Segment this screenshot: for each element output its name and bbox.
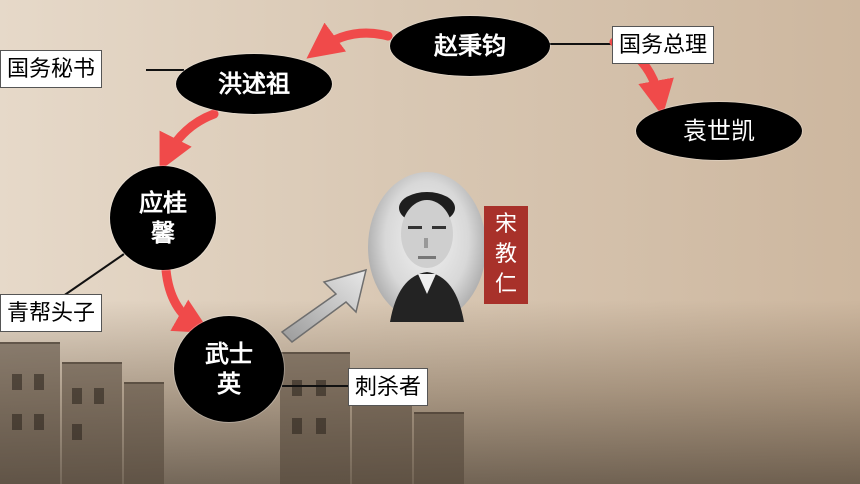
background-window bbox=[292, 418, 302, 434]
background-building bbox=[124, 382, 164, 484]
background-window bbox=[316, 418, 326, 434]
node-yuan-label: 袁世凯 bbox=[683, 117, 755, 145]
background-building bbox=[414, 412, 464, 484]
arrow-zhao-to-hong bbox=[306, 22, 393, 59]
arrow-wu-to-victim bbox=[280, 268, 368, 343]
node-yuan-shikai: 袁世凯 bbox=[636, 102, 802, 160]
node-hong-shuzu: 洪述祖 bbox=[176, 54, 332, 114]
arrow-hong-to-ying bbox=[159, 109, 219, 171]
background-street-photo bbox=[0, 300, 860, 484]
background-window bbox=[72, 424, 82, 440]
background-window bbox=[94, 388, 104, 404]
label-wu-role: 刺杀者 bbox=[348, 368, 429, 406]
label-hong-role: 国务秘书 bbox=[0, 50, 103, 88]
arrow-ying-to-wu bbox=[161, 265, 211, 334]
background-window bbox=[12, 414, 22, 430]
node-ying-guixin: 应桂 馨 bbox=[110, 166, 216, 270]
background-window bbox=[12, 374, 22, 390]
portrait-figure bbox=[390, 192, 464, 322]
victim-name-char: 宋 bbox=[494, 212, 517, 237]
victim-name-tag: 宋 教 仁 bbox=[484, 206, 528, 304]
node-wu-shiying: 武士 英 bbox=[174, 316, 284, 422]
node-zhao-label: 赵秉钧 bbox=[434, 32, 506, 60]
label-zhao-role: 国务总理 bbox=[612, 26, 715, 64]
background-window bbox=[34, 414, 44, 430]
node-wu-label-line2: 英 bbox=[217, 370, 241, 398]
victim-portrait bbox=[368, 172, 486, 322]
node-ying-label-line1: 应桂 bbox=[139, 189, 187, 217]
victim-name-char: 仁 bbox=[494, 272, 517, 297]
background-window bbox=[72, 388, 82, 404]
node-zhao-bingjun: 赵秉钧 bbox=[390, 16, 550, 76]
background-building bbox=[0, 342, 60, 484]
background-window bbox=[316, 380, 326, 396]
victim-name-char: 教 bbox=[494, 242, 517, 267]
node-wu-label-line1: 武士 bbox=[205, 340, 253, 368]
node-ying-label-line2: 馨 bbox=[151, 219, 175, 247]
background-window bbox=[292, 380, 302, 396]
background-window bbox=[34, 374, 44, 390]
background-building bbox=[62, 362, 122, 484]
label-ying-role: 青帮头子 bbox=[0, 294, 103, 332]
background-building bbox=[280, 352, 350, 484]
node-hong-label: 洪述祖 bbox=[218, 70, 290, 98]
